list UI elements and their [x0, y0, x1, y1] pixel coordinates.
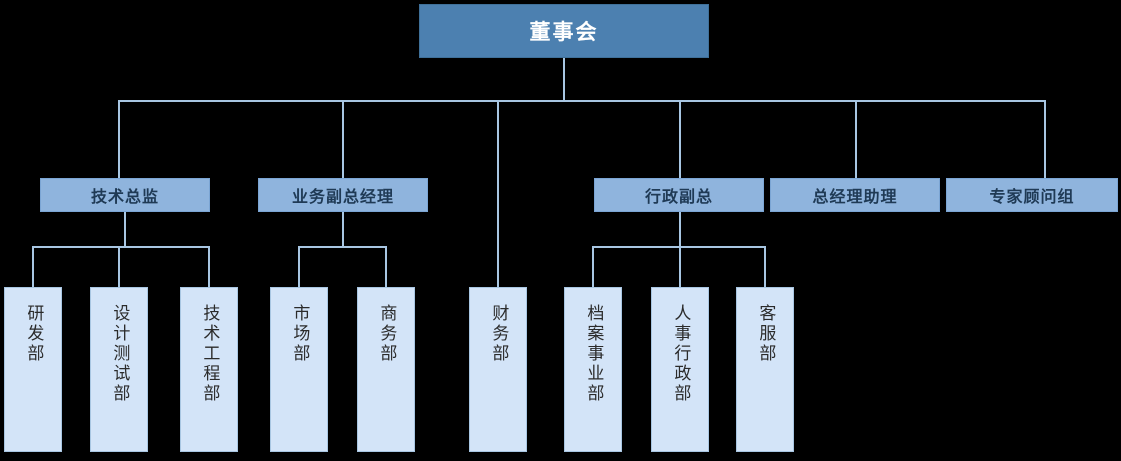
- connector-drop-business-vp: [342, 100, 344, 178]
- org-node-expert-group[interactable]: 专家顾问组: [946, 178, 1118, 212]
- org-node-business-vp[interactable]: 业务副总经理: [258, 178, 428, 212]
- org-node-label: 客服部: [755, 304, 776, 364]
- org-node-board-of-directors[interactable]: 董事会: [419, 4, 709, 58]
- org-node-marketing-dept[interactable]: 市场部: [270, 287, 328, 452]
- connector-drop-marketing: [298, 246, 300, 287]
- org-node-gm-assistant[interactable]: 总经理助理: [770, 178, 940, 212]
- org-node-archive-business-dept[interactable]: 档案事业部: [564, 287, 622, 452]
- connector-bus-tech-director: [32, 246, 210, 248]
- org-node-label: 专家顾问组: [989, 187, 1075, 206]
- connector-main-bus: [118, 100, 1046, 102]
- org-node-label: 业务副总经理: [291, 187, 394, 206]
- connector-drop-expert-group: [1044, 100, 1046, 178]
- connector-drop-commerce: [385, 246, 387, 287]
- org-node-tech-engineering-dept[interactable]: 技术工程部: [180, 287, 238, 452]
- org-node-label: 董事会: [529, 20, 599, 44]
- connector-bus-business-vp: [298, 246, 386, 248]
- org-node-label: 设计测试部: [109, 304, 130, 404]
- connector-drop-finance: [497, 100, 499, 287]
- connector-drop-hr-admin: [679, 246, 681, 287]
- connector-drop-design-test: [118, 246, 120, 287]
- connector-drop-customer-service: [764, 246, 766, 287]
- connector-drop-admin-vp: [679, 100, 681, 178]
- org-node-label: 研发部: [23, 304, 44, 364]
- org-node-label: 技术工程部: [199, 304, 220, 404]
- org-node-finance-dept[interactable]: 财务部: [469, 287, 527, 452]
- org-node-label: 商务部: [376, 304, 397, 364]
- connector-bus-admin-vp: [592, 246, 765, 248]
- connector-drop-rnd: [32, 246, 34, 287]
- org-node-admin-vp[interactable]: 行政副总: [594, 178, 764, 212]
- org-node-rnd-dept[interactable]: 研发部: [4, 287, 62, 452]
- connector-stem-admin-vp: [679, 212, 681, 247]
- org-node-label: 档案事业部: [583, 304, 604, 404]
- connector-stem-business-vp: [342, 212, 344, 247]
- org-node-hr-admin-dept[interactable]: 人事行政部: [651, 287, 709, 452]
- connector-drop-archive: [592, 246, 594, 287]
- connector-drop-gm-assistant: [855, 100, 857, 178]
- connector-drop-tech-eng: [208, 246, 210, 287]
- org-node-label: 技术总监: [90, 187, 159, 206]
- connector-drop-tech-director: [118, 100, 120, 178]
- org-node-label: 财务部: [488, 304, 509, 364]
- org-node-customer-service-dept[interactable]: 客服部: [736, 287, 794, 452]
- connector-root-stem: [563, 58, 565, 101]
- org-node-label: 行政副总: [644, 187, 713, 206]
- org-node-label: 人事行政部: [670, 304, 691, 404]
- org-node-label: 市场部: [289, 304, 310, 364]
- org-node-tech-director[interactable]: 技术总监: [40, 178, 210, 212]
- org-node-design-test-dept[interactable]: 设计测试部: [90, 287, 148, 452]
- org-node-commerce-dept[interactable]: 商务部: [357, 287, 415, 452]
- connector-stem-tech-director: [124, 212, 126, 247]
- org-node-label: 总经理助理: [812, 187, 898, 206]
